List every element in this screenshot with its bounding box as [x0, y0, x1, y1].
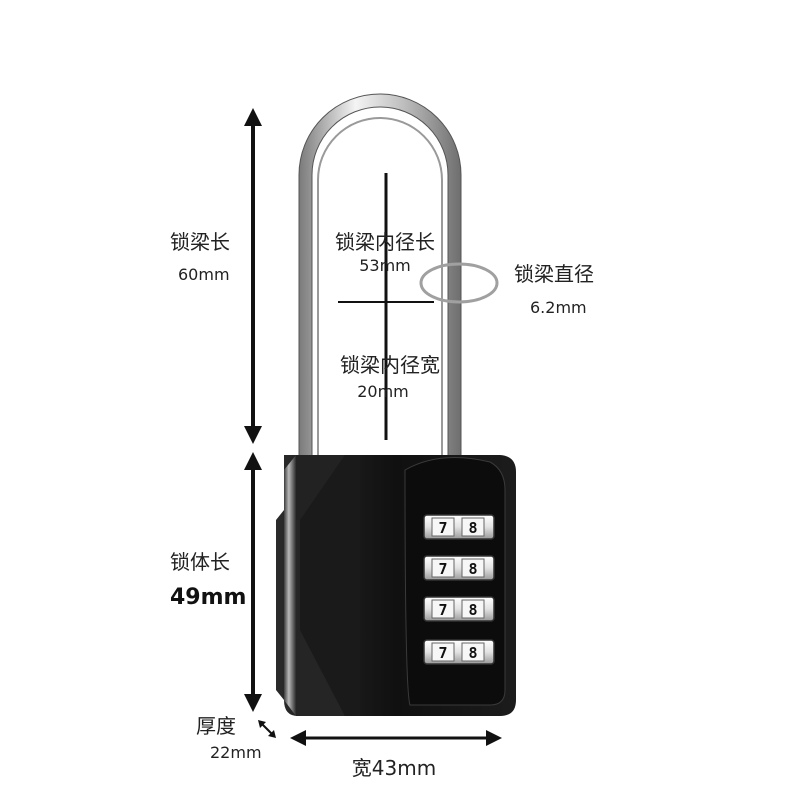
shackle-diameter-ring — [419, 262, 499, 304]
dial-digit-left: 7 — [438, 601, 447, 619]
dial-digit-right: 8 — [468, 601, 477, 619]
dial-group: 7 8 7 8 7 8 7 8 — [423, 514, 495, 665]
dial-digit-left: 7 — [438, 644, 447, 662]
width-arrow — [290, 730, 502, 746]
shackle-inner-length-label: 锁梁内径长 — [335, 230, 435, 254]
dial-digit-right: 8 — [468, 560, 477, 578]
dial-digit-left: 7 — [438, 519, 447, 537]
combination-dial[interactable]: 7 8 — [423, 596, 495, 622]
shackle-length-label: 锁梁长 — [170, 230, 230, 254]
body-length-value: 49mm — [170, 585, 247, 610]
thickness-value: 22mm — [210, 743, 262, 762]
thickness-arrow — [258, 720, 276, 738]
dial-digit-right: 8 — [468, 644, 477, 662]
shackle-inner-width-value: 20mm — [357, 382, 409, 401]
shackle-length-value: 60mm — [178, 265, 230, 284]
dial-digit-left: 7 — [438, 560, 447, 578]
combination-dial[interactable]: 7 8 — [423, 555, 495, 581]
body-length-label: 锁体长 — [170, 550, 230, 574]
combination-dial[interactable]: 7 8 — [423, 514, 495, 540]
shackle-inner-length-value: 53mm — [359, 256, 411, 275]
shackle-diameter-value: 6.2mm — [530, 298, 587, 317]
thickness-label: 厚度 — [196, 714, 236, 738]
combination-dial[interactable]: 7 8 — [423, 639, 495, 665]
shackle-inner-width-label: 锁梁内径宽 — [340, 353, 440, 377]
shackle-length-arrow — [244, 108, 262, 444]
shackle — [298, 93, 462, 471]
lock-body — [276, 455, 516, 716]
body-length-arrow — [244, 452, 262, 712]
shackle-diameter-label: 锁梁直径 — [514, 262, 594, 286]
width-label: 宽43mm — [351, 756, 437, 780]
dial-digit-right: 8 — [468, 519, 477, 537]
